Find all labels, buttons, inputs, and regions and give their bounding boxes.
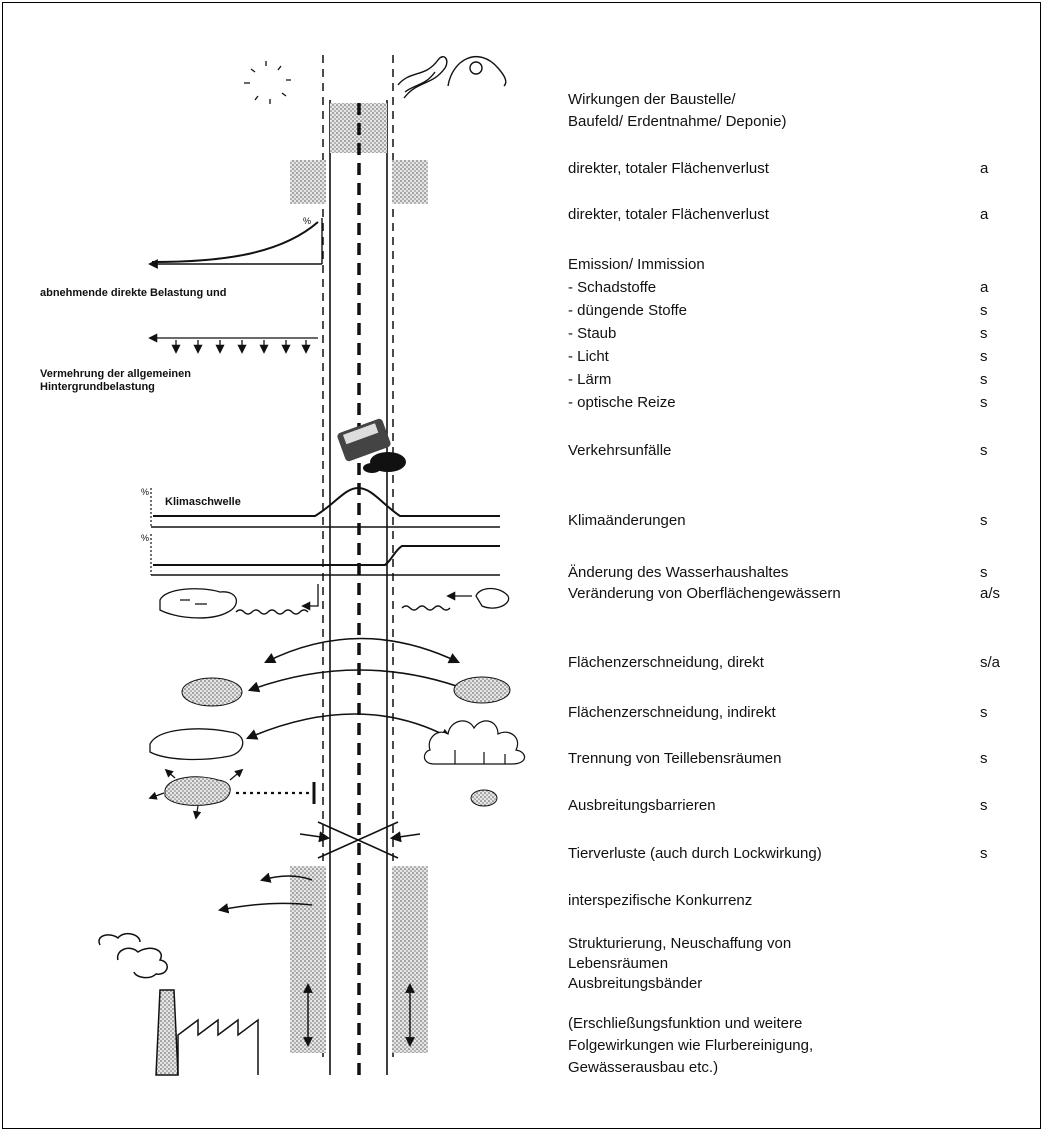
effect-label: Änderung des Wasserhaushaltes — [568, 563, 788, 583]
climate-threshold-label: Klimaschwelle — [165, 496, 241, 509]
effect-label: Flächenzerschneidung, indirekt — [568, 703, 776, 723]
effect-label: Lebensräumen — [568, 954, 668, 974]
effect-label: - Staub — [568, 324, 616, 344]
percent-mark-emission: % — [303, 216, 311, 226]
effect-code: a — [980, 205, 988, 225]
factory-icon — [99, 934, 258, 1075]
effect-label: direkter, totaler Flächenverlust — [568, 159, 769, 179]
effect-code: s — [980, 347, 988, 367]
forest-icon — [424, 721, 524, 764]
effect-code: s/a — [980, 653, 1000, 673]
effect-code: s — [980, 844, 988, 864]
isolated-patch — [471, 790, 497, 806]
effect-label: interspezifische Konkurrenz — [568, 891, 752, 911]
effect-code: s — [980, 324, 988, 344]
surface-water-icons — [160, 584, 509, 618]
effect-label: Flächenzerschneidung, direkt — [568, 653, 764, 673]
effect-code: s — [980, 393, 988, 413]
percent-mark-climate: % — [141, 487, 149, 497]
decreasing-load-label: abnehmende direkte Belastung und — [40, 287, 226, 300]
effect-label: Strukturierung, Neuschaffung von — [568, 934, 791, 954]
effect-label: Emission/ Immission — [568, 255, 705, 275]
effect-code: s — [980, 703, 988, 723]
effect-label: - düngende Stoffe — [568, 301, 687, 321]
habitat-patch-left — [182, 678, 242, 706]
percent-mark-water: % — [141, 533, 149, 543]
landscape-icon — [398, 57, 506, 98]
effect-label: Verkehrsunfälle — [568, 441, 671, 461]
effect-label: Ausbreitungsbarrieren — [568, 796, 716, 816]
effect-label: Folgewirkungen wie Flurbereinigung, — [568, 1036, 813, 1056]
effect-heading-line2: Baufeld/ Erdentnahme/ Deponie) — [568, 112, 786, 132]
effect-code: s — [980, 370, 988, 390]
effect-code: s — [980, 563, 988, 583]
effect-label: (Erschließungsfunktion und weitere — [568, 1014, 802, 1034]
effect-code: a — [980, 278, 988, 298]
effect-code: a — [980, 159, 988, 179]
dispersal-barrier — [150, 770, 314, 818]
effect-code: s — [980, 441, 988, 461]
effect-code: s — [980, 796, 988, 816]
habitat-patch-right — [454, 677, 510, 703]
background-load-label: Hintergrundbelastung — [40, 381, 155, 394]
emission-curve — [150, 218, 322, 264]
effect-label: - Lärm — [568, 370, 611, 390]
effect-code: s — [980, 749, 988, 769]
effect-label: Tierverluste (auch durch Lockwirkung) — [568, 844, 822, 864]
effect-label: Gewässerausbau etc.) — [568, 1058, 718, 1078]
land-loss-right — [392, 160, 428, 204]
effect-label: direkter, totaler Flächenverlust — [568, 205, 769, 225]
water-balance-chart — [151, 534, 500, 575]
effect-label: Veränderung von Oberflächengewässern — [568, 584, 841, 604]
deposition-arrows — [150, 338, 318, 352]
pond-icon — [150, 729, 243, 760]
effect-heading-line1: Wirkungen der Baustelle/ — [568, 90, 736, 110]
effect-label: Ausbreitungsbänder — [568, 974, 702, 994]
effect-label: Trennung von Teillebensräumen — [568, 749, 781, 769]
effect-label: - optische Reize — [568, 393, 676, 413]
sun-icon — [244, 61, 291, 104]
effect-code: s — [980, 511, 988, 531]
effect-label: - Schadstoffe — [568, 278, 656, 298]
effect-code: a/s — [980, 584, 1000, 604]
effect-label: - Licht — [568, 347, 609, 367]
land-loss-left — [290, 160, 326, 204]
effect-label: Klimaänderungen — [568, 511, 686, 531]
increasing-background-label: Vermehrung der allgemeinen — [40, 368, 191, 381]
car-accident-icon — [336, 418, 406, 473]
effect-code: s — [980, 301, 988, 321]
